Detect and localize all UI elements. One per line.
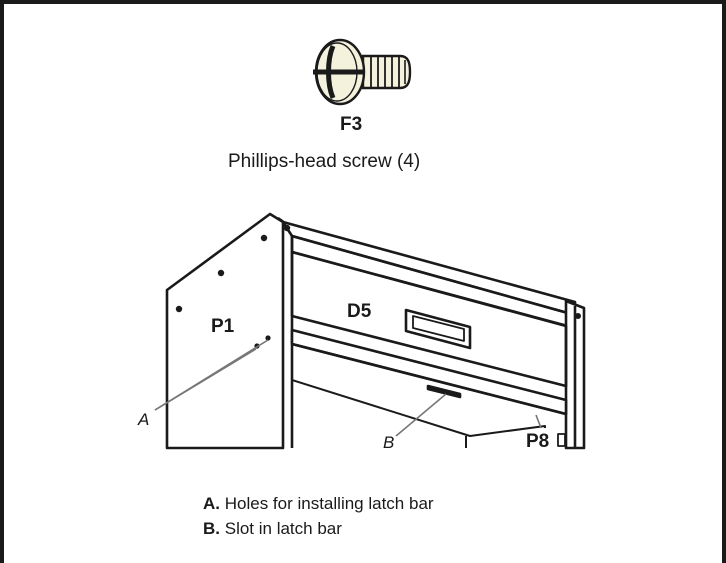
legend-item-a: A. Holes for installing latch bar xyxy=(203,494,434,514)
callout-p8-leader xyxy=(535,414,542,429)
callout-b-leader xyxy=(395,393,447,437)
callout-b: B xyxy=(383,433,395,452)
frame-left-border xyxy=(0,0,4,563)
callout-a-leader-2 xyxy=(154,348,257,411)
side-panel-p1 xyxy=(165,212,285,450)
frame-top-border xyxy=(0,0,726,4)
latch-bar xyxy=(290,328,568,416)
label-p8: P8 xyxy=(526,431,550,452)
label-p1: P1 xyxy=(211,316,235,337)
legend-text-b: Slot in latch bar xyxy=(224,519,342,538)
latch-slot xyxy=(426,384,462,399)
legend-item-b: B. Slot in latch bar xyxy=(203,519,342,539)
p1-holes xyxy=(175,224,581,349)
callout-a: A xyxy=(138,410,150,429)
part-description: Phillips-head screw (4) xyxy=(228,151,421,172)
legend-key-b: B. xyxy=(203,519,220,538)
phillips-screw-icon xyxy=(313,38,412,106)
label-d5: D5 xyxy=(347,301,372,322)
upper-rail-inner xyxy=(290,234,577,330)
drawer-front-d5 xyxy=(290,250,568,388)
legend-text-a: Holes for installing latch bar xyxy=(224,494,434,513)
legend-key-a: A. xyxy=(203,494,220,513)
top-rail xyxy=(281,220,577,317)
drawer-interior xyxy=(291,379,546,437)
frame-right-border xyxy=(722,0,726,563)
part-id: F3 xyxy=(340,114,363,135)
